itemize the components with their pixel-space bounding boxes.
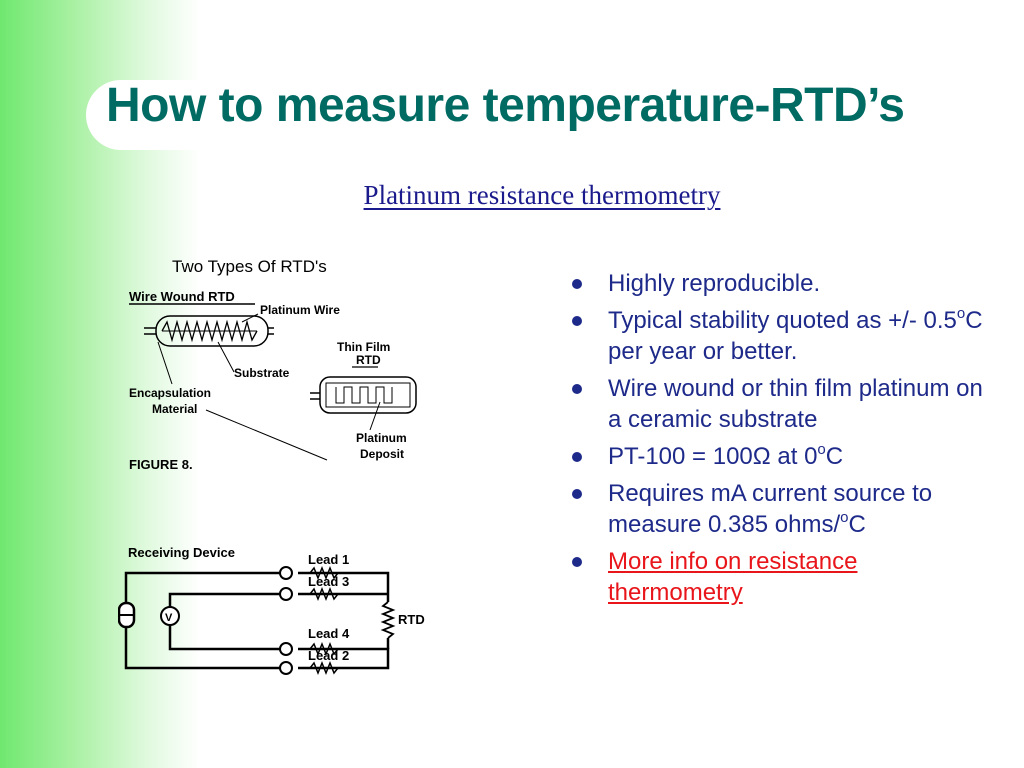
bullet-list: Highly reproducible. Typical stability qu… <box>566 268 986 614</box>
bullet-dot-icon <box>572 489 582 499</box>
bullet-dot-icon <box>572 279 582 289</box>
slide-subtitle[interactable]: Platinum resistance thermometry <box>363 180 721 210</box>
bullet-dot-icon <box>572 452 582 462</box>
thin-film-label-1: Thin Film <box>337 340 390 354</box>
title-background <box>86 80 686 150</box>
degree-superscript: o <box>840 509 849 526</box>
bullet-item: Requires mA current source to measure 0.… <box>566 478 986 540</box>
thin-film-label-2: RTD <box>356 353 381 367</box>
bullet-text: Wire wound or thin film platinum on a ce… <box>608 375 983 433</box>
rtd-label: RTD <box>398 612 425 627</box>
bullet-text: PT-100 = 100Ω at 0oC <box>608 441 844 470</box>
wire-wound-rtd-drawing <box>144 313 274 347</box>
four-wire-rtd-figure: Receiving Device V Lead 1 Lead 3 Lead 4 … <box>118 545 425 676</box>
bullet-item: PT-100 = 100Ω at 0oC <box>566 441 986 472</box>
bullet-text: Highly reproducible. <box>608 270 821 297</box>
platinum-deposit-label-1: Platinum <box>356 431 407 445</box>
receiving-device-label: Receiving Device <box>128 545 235 560</box>
lead3-label: Lead 3 <box>308 574 349 589</box>
platinum-wire-label: Platinum Wire <box>260 303 340 317</box>
rtd-types-figure: Two Types Of RTD's Wire Wound RTD Platin… <box>129 257 417 472</box>
bullet-item: Wire wound or thin film platinum on a ce… <box>566 373 986 435</box>
lead-resistors <box>309 565 339 676</box>
bullet-dot-icon <box>572 316 582 326</box>
degree-superscript: o <box>956 305 966 322</box>
slide-title: How to measure temperature-RTD’s <box>106 79 905 132</box>
substrate-label: Substrate <box>234 366 290 380</box>
wire-wound-label: Wire Wound RTD <box>129 289 235 304</box>
encapsulation-label-1: Encapsulation <box>129 386 211 400</box>
bullet-dot-icon <box>572 557 582 567</box>
more-info-link-item[interactable]: More info on resistance thermometry <box>566 546 986 608</box>
lead1-label: Lead 1 <box>308 552 349 567</box>
rtd-resistor <box>380 601 396 639</box>
lead4-label: Lead 4 <box>308 626 350 641</box>
figure-caption: FIGURE 8. <box>129 457 193 472</box>
thin-film-rtd-drawing <box>310 376 417 414</box>
voltmeter-icon: V <box>160 606 180 626</box>
figure1-heading: Two Types Of RTD's <box>172 257 327 276</box>
bullet-item: Highly reproducible. <box>566 268 986 299</box>
more-info-link[interactable]: More info on resistance thermometry <box>608 548 858 606</box>
platinum-deposit-label-2: Deposit <box>360 447 404 461</box>
lead2-label: Lead 2 <box>308 648 349 663</box>
svg-text:V: V <box>165 612 173 624</box>
bullet-text: Typical stability quoted as +/- 0.5oC pe… <box>608 305 983 365</box>
encapsulation-label-2: Material <box>152 402 197 416</box>
bullet-text: Requires mA current source to measure 0.… <box>608 480 933 538</box>
terminal-icons <box>279 566 293 675</box>
degree-superscript: o <box>817 441 826 458</box>
current-source-icon <box>118 601 136 629</box>
bullet-dot-icon <box>572 384 582 394</box>
bullet-item: Typical stability quoted as +/- 0.5oC pe… <box>566 305 986 367</box>
